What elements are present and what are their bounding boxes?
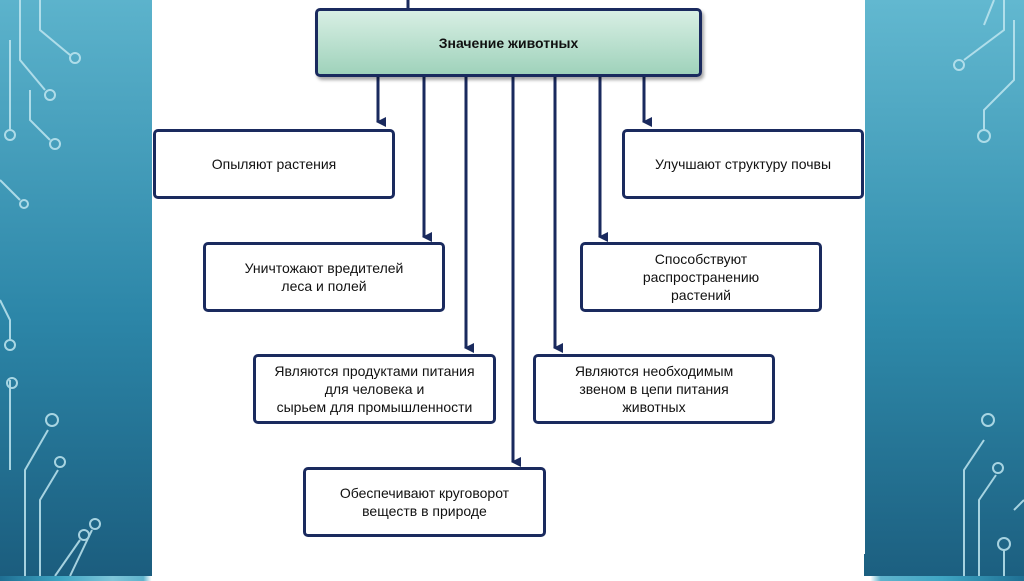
- box-destroy-pests: Уничтожают вредителей леса и полей: [203, 242, 445, 312]
- box-spread-plants-label: Способствуют распространению растений: [642, 251, 760, 303]
- diagram-title: Значение животных: [438, 34, 579, 51]
- box-spread-plants: Способствуют распространению растений: [580, 242, 822, 312]
- box-food-chain-label: Являются необходимым звеном в цепи питан…: [574, 363, 734, 415]
- box-destroy-pests-label: Уничтожают вредителей леса и полей: [244, 260, 404, 294]
- circuit-decoration-left: [0, 0, 101, 577]
- box-cycle: Обеспечивают круговорот веществ в природ…: [303, 467, 546, 537]
- box-cycle-label: Обеспечивают круговорот веществ в природ…: [339, 485, 510, 519]
- box-food-chain: Являются необходимым звеном в цепи питан…: [533, 354, 775, 424]
- box-food-products: Являются продуктами питания для человека…: [253, 354, 496, 424]
- box-pollinate-label: Опыляют растения: [211, 156, 337, 172]
- circuit-decoration-right: [953, 0, 1024, 576]
- box-improve-soil-label: Улучшают структуру почвы: [654, 156, 832, 172]
- diagram-title-box: Значение животных: [315, 8, 702, 77]
- background-left-panel: [0, 0, 152, 577]
- box-improve-soil: Улучшают структуру почвы: [622, 129, 864, 199]
- box-pollinate: Опыляют растения: [153, 129, 395, 199]
- box-food-products-label: Являются продуктами питания для человека…: [274, 363, 475, 415]
- background-right-panel: [864, 0, 1024, 576]
